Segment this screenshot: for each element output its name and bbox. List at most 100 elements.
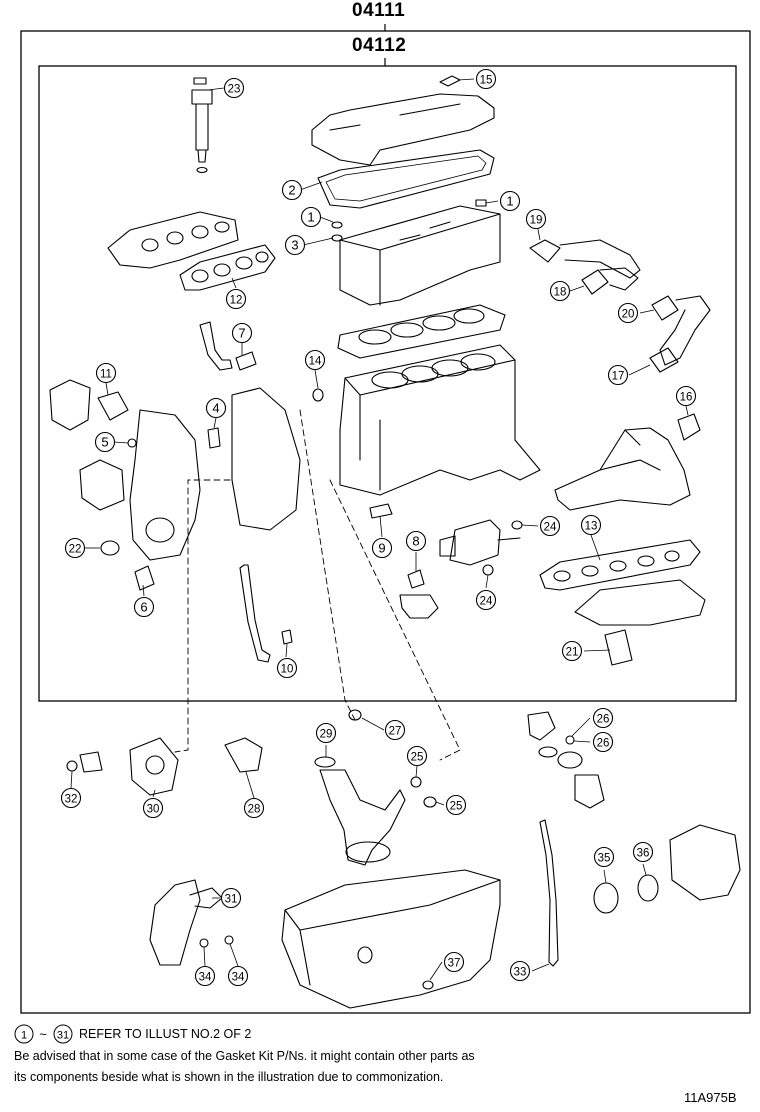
callout-number: 4 (212, 401, 219, 416)
callout-number: 24 (480, 596, 493, 608)
inner-kit-frame (38, 65, 737, 702)
callout-12: 12 (225, 288, 247, 310)
gasket-28-part (224, 737, 263, 773)
callout-circle (371, 537, 393, 559)
callout-number: 22 (69, 544, 82, 556)
callout-number: 9 (378, 541, 385, 556)
oil-seal-37-part (637, 874, 659, 902)
callout-25: 25 (445, 794, 467, 816)
callout-3: 3 (284, 234, 306, 256)
callout-number: 16 (680, 392, 693, 404)
callout-36: 36 (632, 841, 654, 863)
callout-32: 32 (60, 787, 82, 809)
oil-pan-part (281, 869, 501, 1009)
intake-manifold-part (554, 413, 701, 511)
callout-number: 8 (412, 534, 419, 549)
inner-kit-label: 04112 (352, 35, 407, 56)
callout-circle (95, 362, 117, 384)
callout-14: 14 (304, 349, 326, 371)
callout-number: 37 (448, 958, 461, 970)
callout-number: 25 (450, 801, 463, 813)
callout-circle (276, 657, 298, 679)
callout-number: 17 (612, 371, 625, 383)
callout-circle (406, 745, 428, 767)
callout-4: 4 (205, 397, 227, 419)
injector-part (191, 77, 213, 174)
callout-number: 10 (281, 664, 294, 676)
water-pump-part (49, 379, 137, 511)
callout-22: 22 (64, 537, 86, 559)
callout-circle (549, 280, 571, 302)
callout-24: 24 (539, 515, 561, 537)
callout-2: 2 (281, 179, 303, 201)
cylinder-head-part (331, 199, 501, 306)
callout-number: 34 (199, 972, 212, 984)
callout-circle (300, 206, 322, 228)
callout-circle (133, 596, 155, 618)
callout-29: 29 (315, 722, 337, 744)
callout-number: 26 (597, 738, 610, 750)
seal-32-part (66, 760, 78, 772)
callout-number: 23 (228, 84, 241, 96)
callout-circle (593, 846, 615, 868)
callout-number: 15 (480, 75, 493, 87)
callout-circle (304, 349, 326, 371)
callout-markers: 1123456789101112131415161718192021222324… (60, 68, 697, 987)
footer-range-markers: 1 ~ 31 (14, 1024, 73, 1044)
callout-25: 25 (406, 745, 428, 767)
callout-circle (64, 537, 86, 559)
callout-34: 34 (194, 965, 216, 987)
timing-belt-cover-part (129, 387, 301, 561)
callout-number: 1 (307, 210, 314, 225)
dipstick-part (539, 819, 559, 967)
callout-circle (315, 722, 337, 744)
callout-circle (194, 965, 216, 987)
leader-lines (70, 78, 689, 981)
callout-circle (227, 965, 249, 987)
callout-number: 2 (288, 183, 295, 198)
exhaust-manifold-gasket-part (179, 244, 276, 291)
callout-1: 1 (499, 190, 521, 212)
callout-number: 11 (100, 369, 112, 381)
callout-circle (592, 731, 614, 753)
callout-number: 13 (585, 521, 598, 533)
callout-circle (60, 787, 82, 809)
callout-circle (405, 530, 427, 552)
callout-number: 5 (101, 435, 108, 450)
callout-circle (525, 208, 547, 230)
cylinder-head-cover-part (311, 75, 495, 166)
callout-number: 20 (622, 309, 635, 321)
callout-15: 15 (475, 68, 497, 90)
callout-circle (475, 68, 497, 90)
seal-9-part (369, 503, 393, 519)
outer-kit-frame (20, 30, 751, 1014)
gasket-29-part (314, 756, 336, 768)
callout-circle (445, 794, 467, 816)
cylinder-block-part (312, 344, 541, 496)
callout-number: 12 (230, 295, 243, 307)
range-end-number: 31 (57, 1030, 69, 1042)
callout-circle (499, 190, 521, 212)
advisory-line-2: its components beside what is shown in t… (14, 1070, 444, 1084)
gasket-30-part (129, 737, 179, 796)
cylinder-head-gasket-part (337, 304, 506, 359)
callout-23: 23 (223, 77, 245, 99)
exhaust-manifold-part (107, 211, 239, 269)
callout-number: 30 (147, 804, 160, 816)
callout-number: 29 (320, 729, 333, 741)
callout-9: 9 (371, 537, 393, 559)
dipstick-guide-part (239, 564, 271, 663)
callout-27: 27 (384, 719, 406, 741)
callout-30: 30 (142, 797, 164, 819)
callout-circle (675, 385, 697, 407)
intake-manifold-gasket-part (539, 539, 706, 626)
callout-circle (281, 179, 303, 201)
refer-note: REFER TO ILLUST NO.2 OF 2 (79, 1027, 252, 1041)
callout-number: 18 (554, 287, 567, 299)
callout-number: 1 (506, 194, 513, 209)
callout-35: 35 (593, 846, 615, 868)
callout-number: 21 (566, 647, 579, 659)
callout-17: 17 (607, 364, 629, 386)
callout-number: 36 (637, 848, 650, 860)
callout-circle (509, 960, 531, 982)
